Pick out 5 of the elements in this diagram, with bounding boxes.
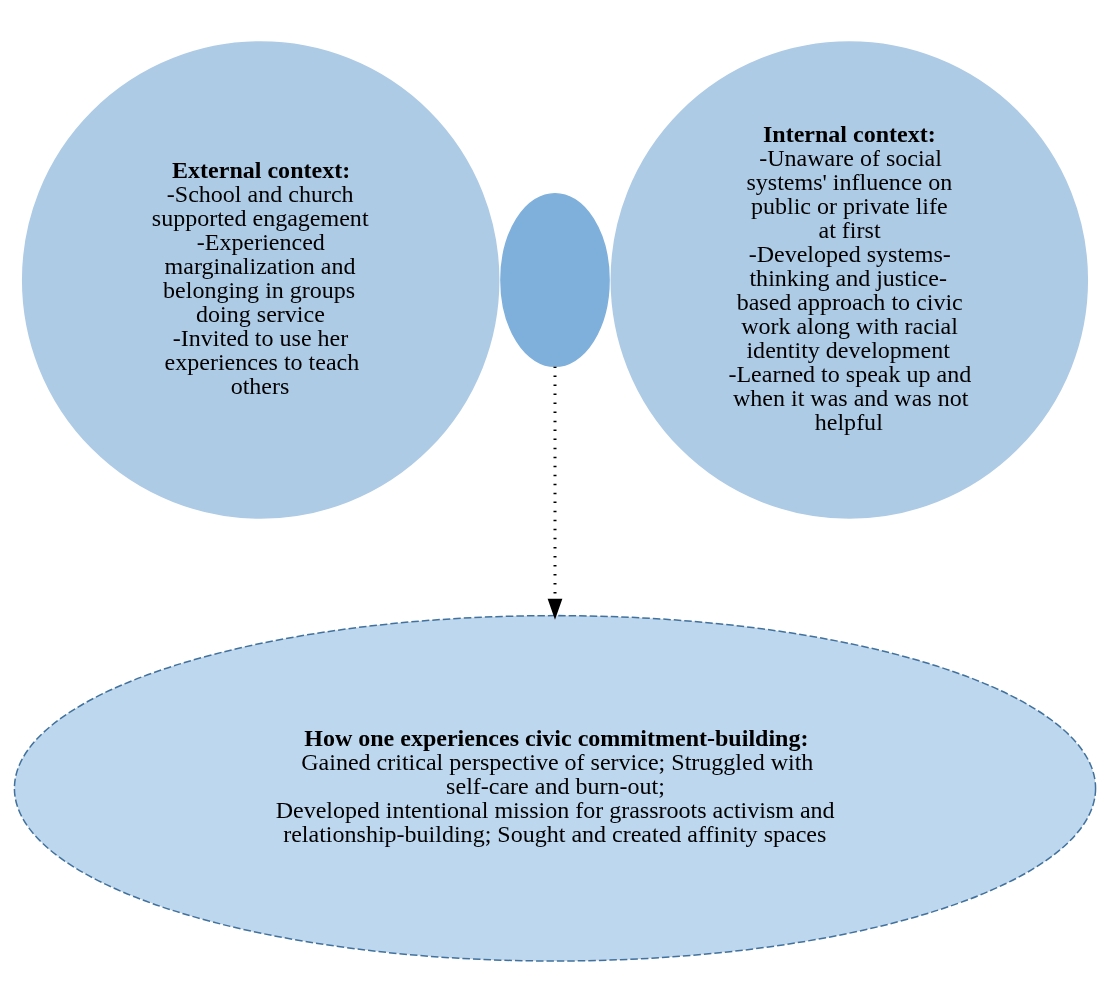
arrow bbox=[547, 366, 563, 620]
node-circle: Internal context: -Unaware of social systems' influence on public or private life at first -Developed systems-thinking and justice-based approach to civic work along with racial identity development -Learned to speak up and when it was and was not helpful bbox=[610, 41, 1089, 519]
node-ellipse bbox=[500, 192, 610, 368]
node-circle: External context: -School and church supported engagement -Experienced marginalization and belonging in groups doing service -Invited to use her experiences to teach others bbox=[21, 41, 500, 519]
node-ellipse: How one experiences civic commitment-building: Gained critical perspective of service; Struggled with self-care and burn-out; Developed intentional mission for grassroots activism and relationship-building; Sought and created affinity spaces bbox=[13, 614, 1097, 962]
